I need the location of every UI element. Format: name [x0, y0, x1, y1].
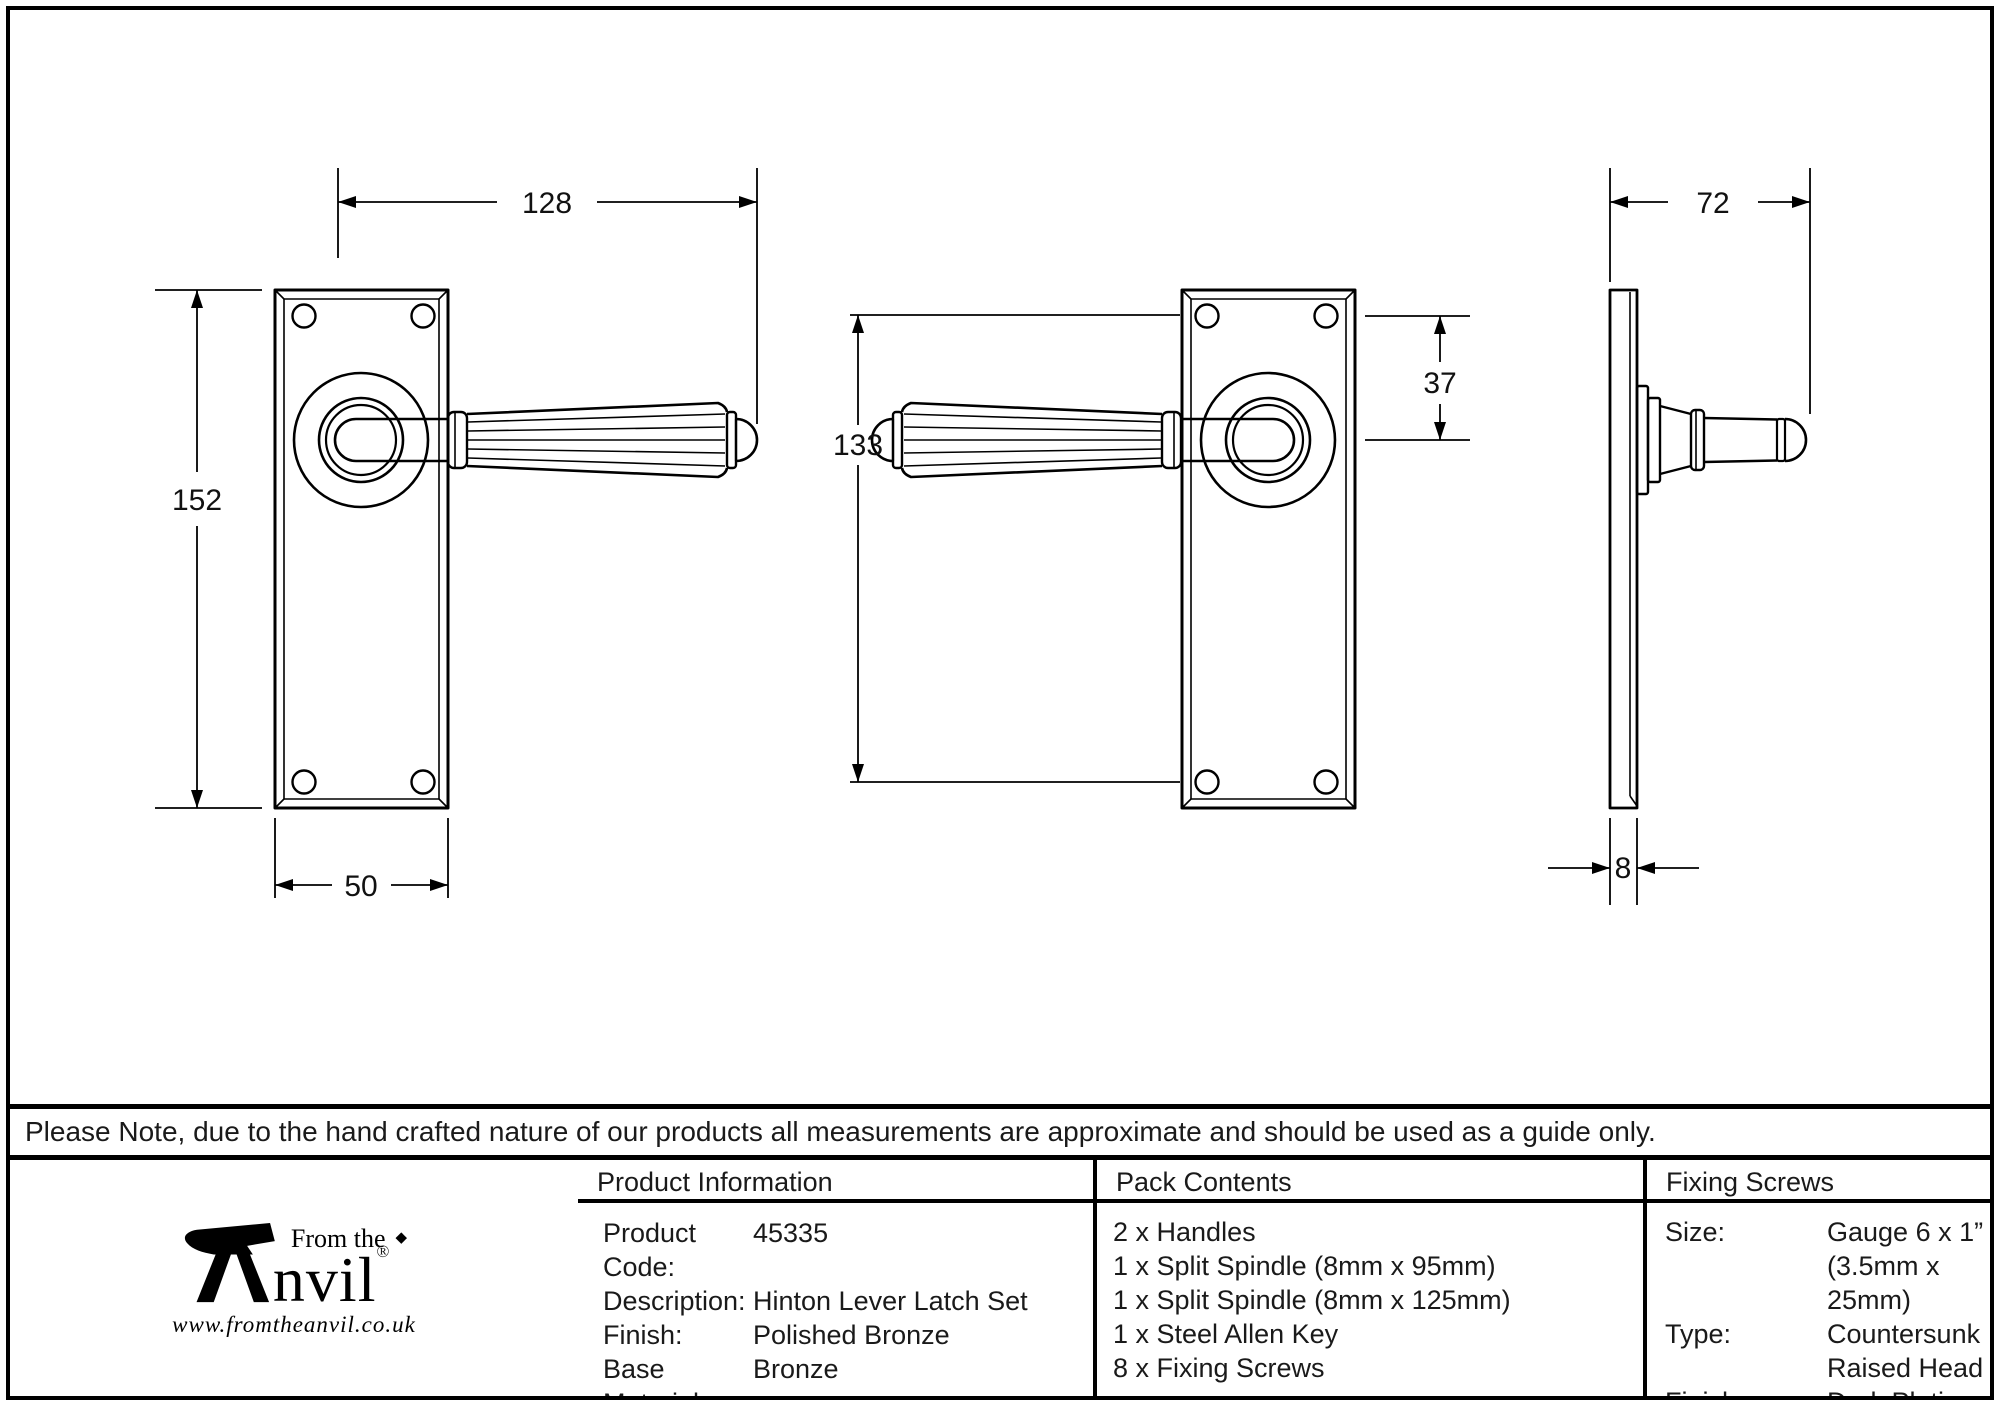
- measurement-note: Please Note, due to the hand crafted nat…: [6, 1104, 1994, 1160]
- product-information-cell: Product Code: 45335 Description: Hinton …: [578, 1203, 1093, 1400]
- pack-item: 1 x Steel Allen Key: [1113, 1319, 1339, 1349]
- dimension-plate-width: [274, 818, 449, 898]
- backplate: [1180, 288, 1357, 810]
- anvil-icon: [184, 1222, 275, 1303]
- brand-logo-cell: From the ◆ nvil ® www.fromtheanvil.co.uk: [6, 1160, 578, 1400]
- logo-name: nvil: [272, 1243, 377, 1315]
- screw-hole: [1313, 303, 1339, 329]
- screw-type-row: Type: Countersunk Raised Head: [1665, 1319, 1984, 1383]
- dim-label-plate-width: 50: [344, 870, 377, 903]
- diamond-icon: ◆: [395, 1230, 408, 1247]
- lever-neck: [1182, 417, 1296, 463]
- backplate: [273, 288, 450, 810]
- pack-contents-cell: 2 x Handles 1 x Split Spindle (8mm x 95m…: [1093, 1203, 1643, 1400]
- lever-neck: [333, 417, 448, 463]
- backplate-side: [1608, 288, 1639, 810]
- from-the-anvil-logo: From the ◆ nvil ®: [181, 1222, 408, 1315]
- product-code-row: Product Code: 45335: [603, 1218, 829, 1282]
- dim-label-lever-length: 128: [522, 187, 572, 220]
- rose: [292, 371, 430, 509]
- base-material-row: Base Material: Bronze: [603, 1354, 839, 1400]
- rose: [1199, 371, 1337, 509]
- front-view-lever-left: [870, 288, 1357, 810]
- dim-label-screw-centres: 133: [833, 429, 883, 462]
- dimension-projection: [1609, 168, 1811, 414]
- logo-website-url: www.fromtheanvil.co.uk: [172, 1312, 416, 1337]
- side-view: [1608, 288, 1808, 810]
- dimension-top-to-centre: [1365, 315, 1470, 441]
- product-info-table: Product Information Pack Contents Fixing…: [6, 1160, 1994, 1400]
- technical-drawing: 128 152 50 133 37 72 8: [155, 168, 1811, 905]
- lever-ball-end: [735, 417, 759, 463]
- header-product-information: Product Information: [578, 1160, 1093, 1203]
- screw-hole: [1194, 303, 1220, 329]
- dimension-plate-thickness: [1548, 818, 1699, 905]
- fixing-screws-cell: Size: Gauge 6 x 1” (3.5mm x 25mm) Type: …: [1643, 1203, 1994, 1400]
- description-row: Description: Hinton Lever Latch Set: [603, 1286, 1028, 1316]
- screw-finish-row: Finish: Dark Plating: [1665, 1385, 1994, 1400]
- rose-side: [1635, 384, 1650, 496]
- dim-label-top-to-centre: 37: [1423, 367, 1456, 400]
- screw-hole: [1194, 769, 1220, 795]
- pack-item: 2 x Handles: [1113, 1217, 1256, 1247]
- logo-from-the: From the: [290, 1223, 386, 1253]
- header-fixing-screws: Fixing Screws: [1643, 1160, 1994, 1203]
- lever-grip: [466, 401, 729, 416]
- header-pack-contents: Pack Contents: [1093, 1160, 1643, 1203]
- screw-hole: [291, 303, 317, 329]
- screw-hole: [291, 769, 317, 795]
- screw-hole: [410, 303, 436, 329]
- collar-side: [1689, 408, 1706, 472]
- dimension-lever-length: [337, 168, 758, 424]
- dim-label-plate-height: 152: [172, 484, 222, 517]
- ball-end-side: [1784, 417, 1808, 463]
- screw-size-row: Size: Gauge 6 x 1” (3.5mm x 25mm): [1665, 1217, 1984, 1315]
- dim-label-plate-thickness: 8: [1615, 852, 1632, 885]
- finish-row: Finish: Polished Bronze: [603, 1320, 950, 1350]
- registered-trademark-icon: ®: [376, 1241, 390, 1261]
- screw-hole: [410, 769, 436, 795]
- dim-label-projection: 72: [1696, 187, 1729, 220]
- lever-collar: [1160, 410, 1183, 470]
- pack-item: 1 x Split Spindle (8mm x 95mm): [1113, 1251, 1496, 1281]
- pack-item: 8 x Fixing Screws: [1113, 1353, 1325, 1383]
- lever-grip: [900, 401, 1163, 416]
- dimension-plate-height: [155, 289, 262, 809]
- note-text: Please Note, due to the hand crafted nat…: [25, 1116, 1656, 1147]
- lever-collar: [446, 410, 469, 470]
- dimension-screw-centres: [850, 314, 1180, 783]
- front-view-lever-right: [273, 288, 759, 810]
- screw-hole: [1313, 769, 1339, 795]
- lever-ball-end: [870, 417, 894, 463]
- pack-item: 1 x Split Spindle (8mm x 125mm): [1113, 1285, 1511, 1315]
